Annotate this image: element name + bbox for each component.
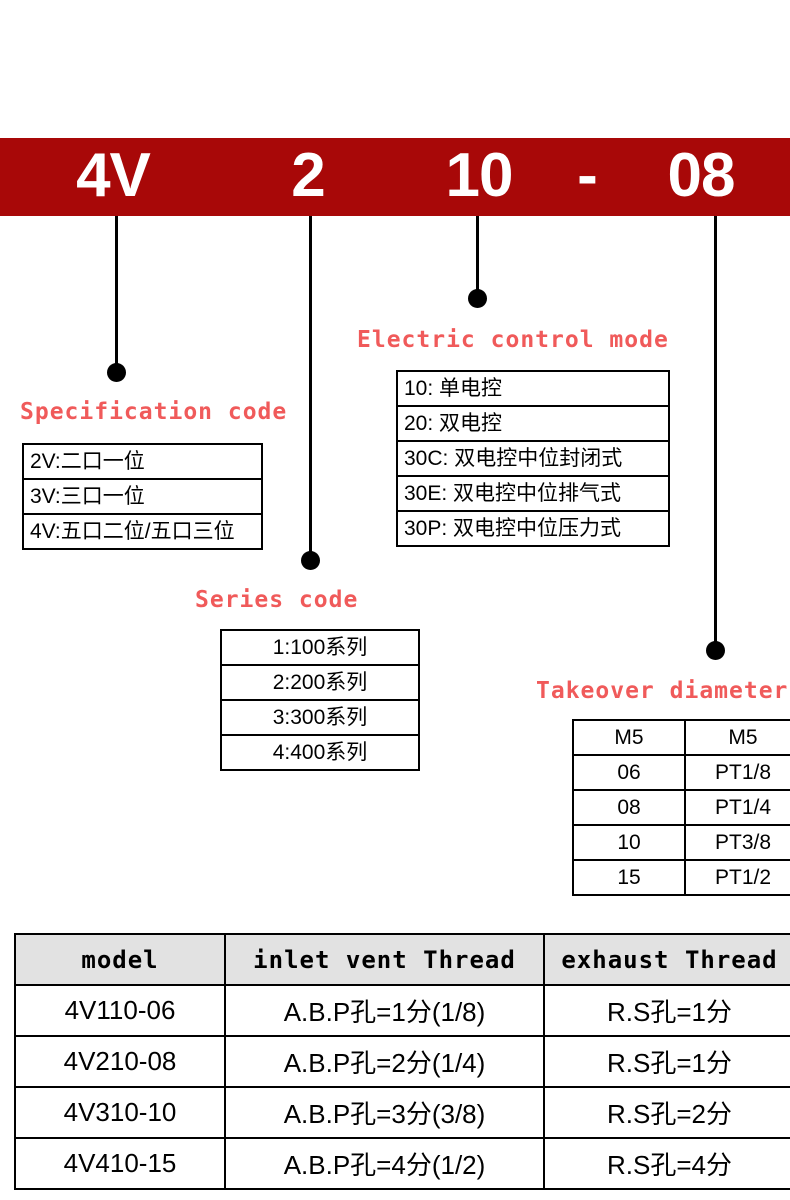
spec-model-0: 4V110-06 [14, 984, 226, 1037]
takeover-code-3: 10 [572, 824, 686, 861]
table-row: 20: 双电控 [396, 405, 670, 442]
takeover-diameter-table: M5 M5 06 PT1/8 08 PT1/4 10 PT3/8 15 PT1/… [572, 719, 790, 896]
table-row: 2V:二口一位 [22, 443, 263, 480]
takeover-code-0: M5 [572, 719, 686, 756]
table-row: 30E: 双电控中位排气式 [396, 475, 670, 512]
section-label-takeover: Takeover diameter [536, 678, 789, 704]
series-code-table: 1:100系列 2:200系列 3:300系列 4:400系列 [220, 629, 420, 771]
table-row: 30C: 双电控中位封闭式 [396, 440, 670, 477]
table-row: 10 PT3/8 [572, 824, 790, 861]
takeover-code-1: 06 [572, 754, 686, 791]
table-row: 06 PT1/8 [572, 754, 790, 791]
takeover-thread-3: PT3/8 [684, 824, 790, 861]
column-header-inlet: inlet vent Thread [224, 933, 545, 986]
column-header-exhaust: exhaust Thread [543, 933, 790, 986]
table-row: 4V110-06 A.B.P孔=1分(1/8) R.S孔=1分 [14, 984, 790, 1037]
leader-line-takeover [714, 216, 717, 652]
specification-row-0: 2V:二口一位 [22, 443, 263, 480]
table-row: 3:300系列 [220, 699, 420, 736]
series-row-0: 1:100系列 [220, 629, 420, 666]
leader-dot-control-mode [468, 289, 487, 308]
control-mode-table: 10: 单电控 20: 双电控 30C: 双电控中位封闭式 30E: 双电控中位… [396, 370, 670, 547]
spec-exhaust-1: R.S孔=1分 [543, 1035, 790, 1088]
leader-line-series [309, 216, 312, 562]
spec-exhaust-0: R.S孔=1分 [543, 984, 790, 1037]
leader-dot-takeover [706, 641, 725, 660]
table-row: 30P: 双电控中位压力式 [396, 510, 670, 547]
spec-inlet-0: A.B.P孔=1分(1/8) [224, 984, 545, 1037]
table-row: M5 M5 [572, 719, 790, 756]
table-row: 15 PT1/2 [572, 859, 790, 896]
specification-row-1: 3V:三口一位 [22, 478, 263, 515]
takeover-code-2: 08 [572, 789, 686, 826]
model-code-banner: 4V 2 10 - 08 [0, 138, 790, 216]
table-row: 4:400系列 [220, 734, 420, 771]
series-row-1: 2:200系列 [220, 664, 420, 701]
spec-model-2: 4V310-10 [14, 1086, 226, 1139]
control-mode-row-1: 20: 双电控 [396, 405, 670, 442]
table-row: 4V410-15 A.B.P孔=4分(1/2) R.S孔=4分 [14, 1137, 790, 1190]
control-mode-row-4: 30P: 双电控中位压力式 [396, 510, 670, 547]
table-row: 4V210-08 A.B.P孔=2分(1/4) R.S孔=1分 [14, 1035, 790, 1088]
table-row: 4V:五口二位/五口三位 [22, 513, 263, 550]
takeover-code-4: 15 [572, 859, 686, 896]
leader-dot-series [301, 551, 320, 570]
spec-exhaust-3: R.S孔=4分 [543, 1137, 790, 1190]
leader-dot-specification [107, 363, 126, 382]
control-mode-row-3: 30E: 双电控中位排气式 [396, 475, 670, 512]
banner-segment-separator: - [577, 140, 598, 210]
banner-segment-specification: 4V [76, 140, 151, 210]
section-label-specification: Specification code [20, 399, 288, 425]
spec-model-3: 4V410-15 [14, 1137, 226, 1190]
takeover-thread-4: PT1/2 [684, 859, 790, 896]
table-header-row: model inlet vent Thread exhaust Thread [14, 933, 790, 986]
control-mode-row-0: 10: 单电控 [396, 370, 670, 407]
banner-segment-diameter: 08 [667, 140, 736, 210]
section-label-control-mode: Electric control mode [357, 327, 669, 353]
takeover-thread-0: M5 [684, 719, 790, 756]
spec-inlet-2: A.B.P孔=3分(3/8) [224, 1086, 545, 1139]
series-row-2: 3:300系列 [220, 699, 420, 736]
series-row-3: 4:400系列 [220, 734, 420, 771]
leader-line-specification [115, 216, 118, 374]
leader-line-control-mode [476, 216, 479, 300]
takeover-thread-2: PT1/4 [684, 789, 790, 826]
control-mode-row-2: 30C: 双电控中位封闭式 [396, 440, 670, 477]
spec-model-1: 4V210-08 [14, 1035, 226, 1088]
table-row: 10: 单电控 [396, 370, 670, 407]
table-row: 2:200系列 [220, 664, 420, 701]
banner-segment-series: 2 [291, 140, 325, 210]
model-specification-table: model inlet vent Thread exhaust Thread 4… [14, 933, 790, 1190]
table-row: 4V310-10 A.B.P孔=3分(3/8) R.S孔=2分 [14, 1086, 790, 1139]
spec-inlet-3: A.B.P孔=4分(1/2) [224, 1137, 545, 1190]
spec-inlet-1: A.B.P孔=2分(1/4) [224, 1035, 545, 1088]
column-header-model: model [14, 933, 226, 986]
banner-segment-control-mode: 10 [445, 140, 514, 210]
takeover-thread-1: PT1/8 [684, 754, 790, 791]
table-row: 1:100系列 [220, 629, 420, 666]
table-row: 08 PT1/4 [572, 789, 790, 826]
specification-code-table: 2V:二口一位 3V:三口一位 4V:五口二位/五口三位 [22, 443, 263, 550]
table-row: 3V:三口一位 [22, 478, 263, 515]
specification-row-2: 4V:五口二位/五口三位 [22, 513, 263, 550]
section-label-series: Series code [195, 587, 359, 613]
spec-exhaust-2: R.S孔=2分 [543, 1086, 790, 1139]
